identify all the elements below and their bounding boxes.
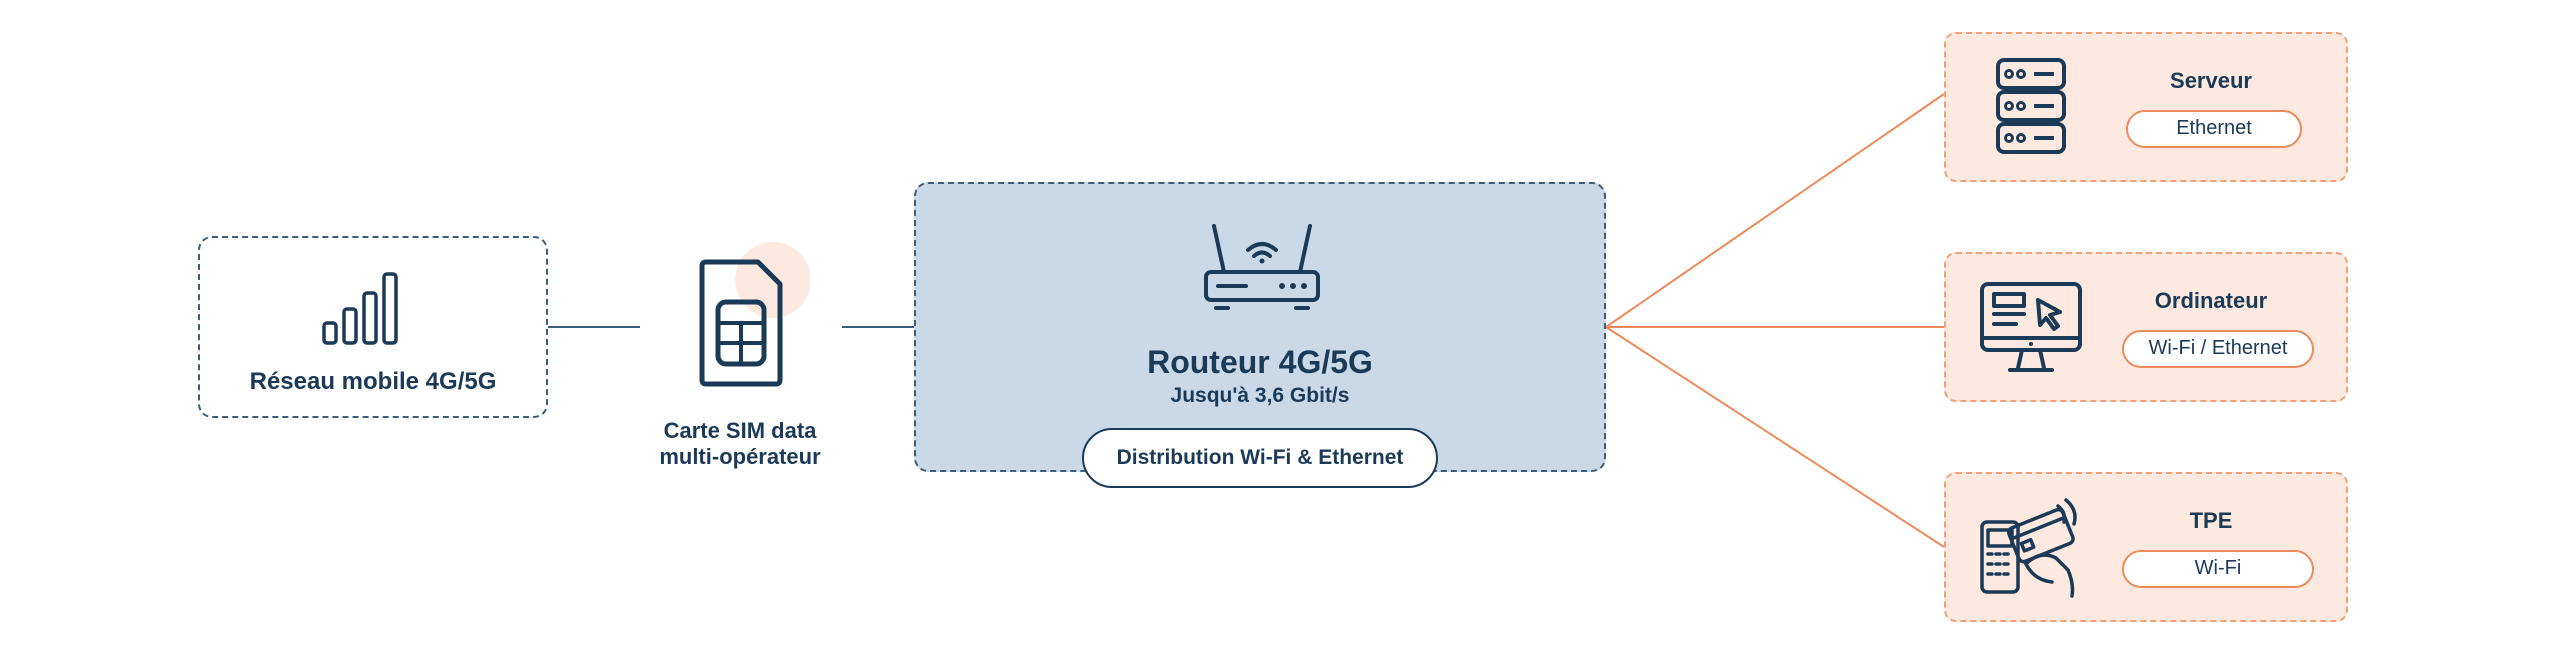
distribution-pill: Distribution Wi-Fi & Ethernet (1082, 428, 1438, 488)
connection-tag: Wi-Fi (2122, 550, 2314, 588)
device-name: Serveur (2170, 68, 2252, 93)
connection-tag: Ethernet (2126, 110, 2302, 148)
router-box: Routeur 4G/5G Jusqu'à 3,6 Gbit/s (914, 182, 1606, 472)
router-icon (1204, 224, 1320, 310)
device-name: TPE (2189, 508, 2233, 533)
device-name: Ordinateur (2154, 288, 2268, 313)
device-tpe: TPE Wi-Fi (1944, 472, 2348, 622)
device-server: Serveur Ethernet (1944, 32, 2348, 182)
server-icon (1996, 58, 2066, 154)
router-subtitle: Jusqu'à 3,6 Gbit/s (1170, 384, 1350, 407)
network-label: Réseau mobile 4G/5G (249, 368, 497, 395)
sim-label-line2: multi-opérateur (659, 444, 821, 469)
mobile-network-box: Réseau mobile 4G/5G (198, 236, 548, 418)
sim-card-icon (699, 242, 810, 387)
signal-bars-icon (322, 272, 398, 345)
payment-terminal-icon (1980, 498, 2077, 598)
connection-tag: Wi-Fi / Ethernet (2122, 330, 2314, 368)
computer-icon (1980, 282, 2082, 372)
sim-card-group: Carte SIM data multi-opérateur (640, 238, 840, 488)
sim-label-line1: Carte SIM data (663, 418, 817, 443)
router-to-server-line (1605, 93, 1945, 328)
device-computer: Ordinateur Wi-Fi / Ethernet (1944, 252, 2348, 402)
router-to-tpe-line (1605, 326, 1945, 548)
router-title: Routeur 4G/5G (1147, 344, 1373, 380)
sim-label: Carte SIM data multi-opérateur (640, 418, 840, 470)
